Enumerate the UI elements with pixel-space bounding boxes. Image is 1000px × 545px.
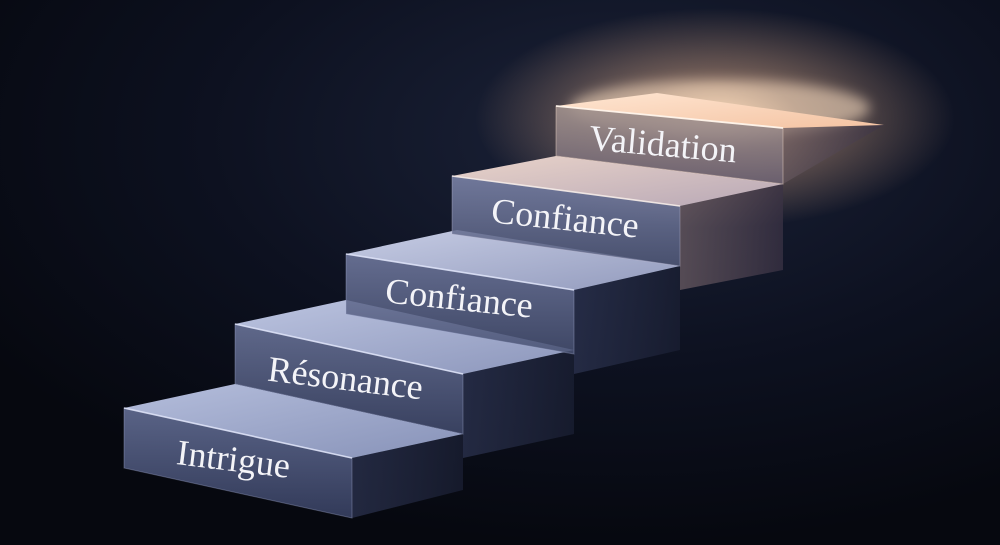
step-5-side	[783, 125, 884, 184]
step-1-tread	[124, 384, 463, 458]
step-3-side	[574, 266, 680, 374]
step-1: Intrigue	[123, 384, 463, 519]
step-2-side	[463, 350, 574, 458]
step-1-side	[352, 434, 463, 518]
step-3-edge	[345, 253, 575, 291]
step-1-edge	[123, 407, 353, 459]
step-3: Confiance	[345, 230, 680, 374]
step-4-edge	[451, 175, 681, 207]
step-5-tread	[556, 93, 884, 128]
step-3-tread-visible	[346, 230, 680, 290]
step-4-tread	[452, 156, 783, 206]
step-2-tread	[235, 300, 574, 374]
step-2-edge	[234, 323, 464, 375]
step-4-side	[680, 184, 783, 290]
step-5-edge	[555, 105, 784, 129]
step-5: Validation	[555, 93, 884, 185]
step-4: Confiance	[451, 156, 783, 290]
